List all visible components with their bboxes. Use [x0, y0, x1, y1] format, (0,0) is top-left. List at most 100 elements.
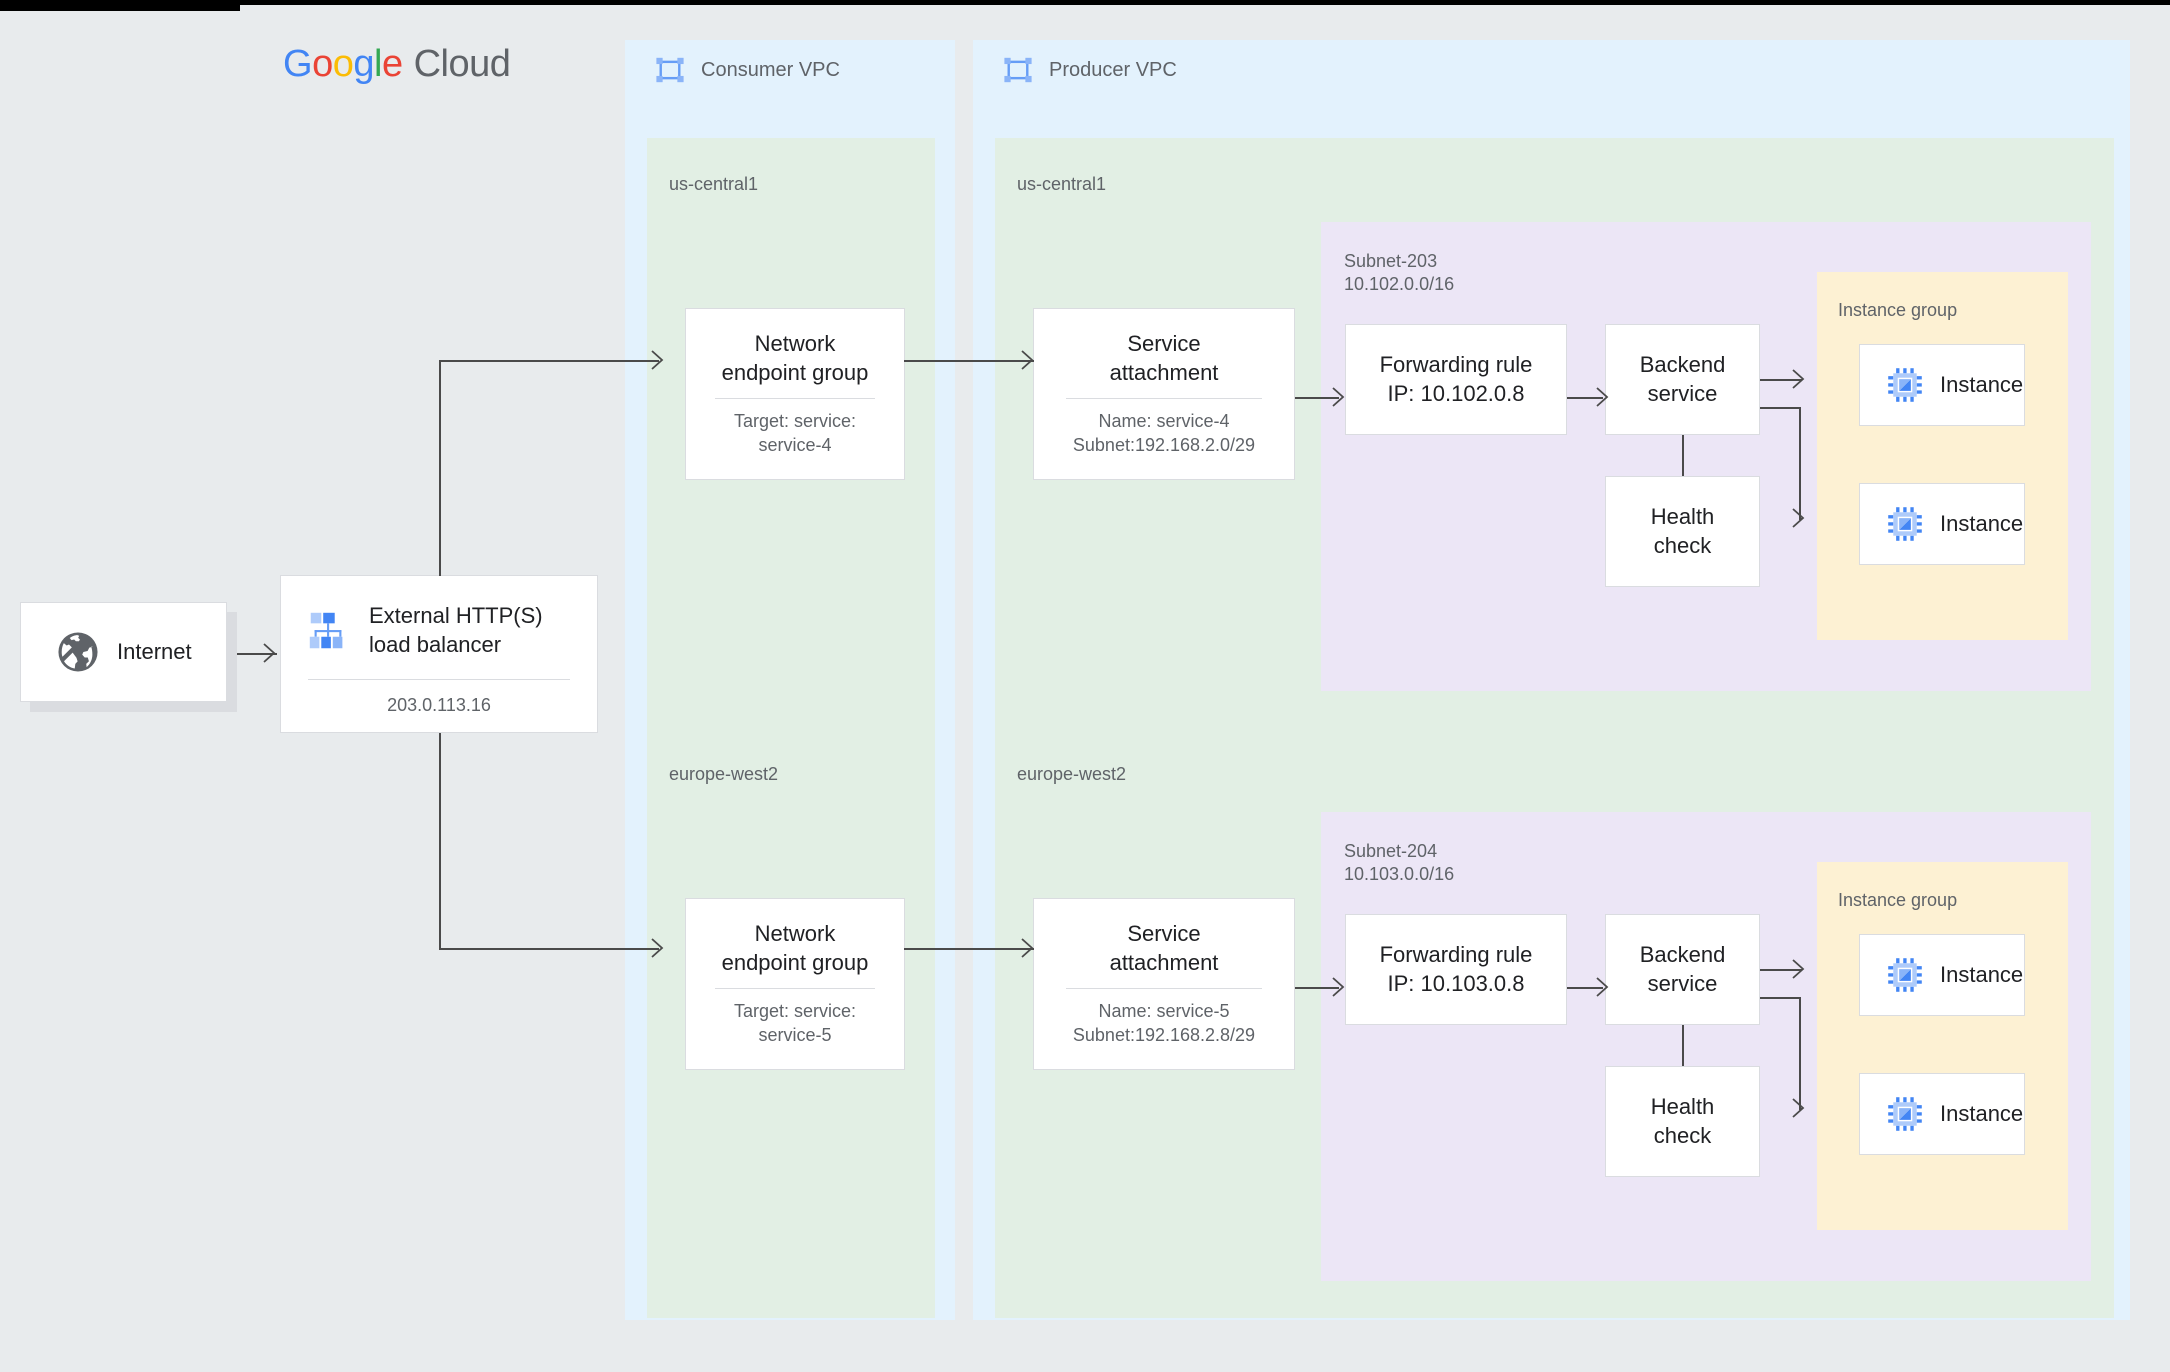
- sa-sub-line1-eu: Name: service-5: [1098, 1001, 1230, 1022]
- arrowhead-instance1-204: [1792, 959, 1805, 979]
- arrowhead-instance1-203: [1792, 369, 1805, 389]
- backend-service-line2: service: [1647, 380, 1718, 406]
- vpc-icon: [1001, 53, 1035, 87]
- arrowhead-forwarding-204: [1332, 977, 1345, 997]
- consumer-vpc-title: Consumer VPC: [701, 58, 840, 81]
- service-attachment-card-europe-west2[interactable]: Service attachment Name: service-5 Subne…: [1033, 898, 1295, 1070]
- connector-forwarding-to-backend-203: [1567, 397, 1603, 399]
- neg-sub-line2-eu: service-5: [758, 1025, 832, 1046]
- logo-letter-o2: o: [332, 43, 354, 85]
- load-balancer-divider: [308, 679, 570, 681]
- producer-vpc-title: Producer VPC: [1049, 58, 1177, 81]
- health-check-line2: check: [1653, 532, 1712, 558]
- connector-backend-to-instance1-203: [1760, 379, 1802, 381]
- load-balancer-title-line2: load balancer: [369, 631, 502, 657]
- internet-card[interactable]: Internet: [20, 602, 227, 702]
- load-balancer-ip: 203.0.113.16: [387, 695, 491, 716]
- globe-icon: [55, 629, 101, 675]
- instance-card-204-0[interactable]: Instance: [1859, 934, 2025, 1016]
- connector-sa-to-forwarding-203: [1295, 397, 1339, 399]
- subnet-204-name: Subnet-204: [1344, 841, 1438, 861]
- instance-chip-icon: [1886, 505, 1924, 543]
- subnet-203-name: Subnet-203: [1344, 251, 1438, 271]
- producer-region-label-1: europe-west2: [1017, 764, 1127, 784]
- neg-title-line2-eu: endpoint group: [721, 949, 869, 975]
- arrowhead-forwarding-203: [1332, 387, 1345, 407]
- sa-title-line2-eu: attachment: [1109, 949, 1219, 975]
- connector-lb-to-neg-europe-west2: [439, 948, 659, 950]
- sa-sub-line2: Subnet:192.168.2.0/29: [1072, 435, 1256, 456]
- neg-sub-line1-eu: Target: service:: [733, 1001, 857, 1022]
- sa-title-line2: attachment: [1109, 359, 1219, 385]
- forwarding-rule-card-203[interactable]: Forwarding rule IP: 10.102.0.8: [1345, 324, 1567, 435]
- top-black-strip: [0, 0, 240, 11]
- sa-divider: [1066, 398, 1262, 400]
- connector-backend-to-instance1-204: [1760, 969, 1802, 971]
- instance-card-203-1[interactable]: Instance: [1859, 483, 2025, 565]
- health-check-line1-eu: Health: [1650, 1093, 1715, 1119]
- subnet-203-container: Subnet-203 10.102.0.0/16 Forwarding rule…: [1321, 222, 2091, 691]
- connector-internet-to-lb: [237, 653, 277, 655]
- service-attachment-card-us-central1[interactable]: Service attachment Name: service-4 Subne…: [1033, 308, 1295, 480]
- producer-region-us-central1: us-central1 Service attachment Name: ser…: [995, 138, 2114, 728]
- subnet-204-container: Subnet-204 10.103.0.0/16 Forwarding rule…: [1321, 812, 2091, 1281]
- producer-region-label-0: us-central1: [1017, 174, 1107, 194]
- instance-group-label-203: Instance group: [1838, 300, 1958, 320]
- forwarding-rule-card-204[interactable]: Forwarding rule IP: 10.103.0.8: [1345, 914, 1567, 1025]
- consumer-region-us-central1: us-central1 Network endpoint group Targe…: [647, 138, 935, 728]
- sa-sub-line2-eu: Subnet:192.168.2.8/29: [1072, 1025, 1256, 1046]
- connector-neg-to-sa-europe-west2: [904, 948, 1034, 950]
- logo-letter-l: l: [373, 43, 382, 85]
- connector-sa-to-forwarding-204: [1295, 987, 1339, 989]
- health-check-card-204[interactable]: Health check: [1605, 1066, 1760, 1177]
- neg-divider-eu: [715, 988, 875, 990]
- connector-lb-vertical-down: [439, 733, 441, 949]
- instance-group-container-203: Instance group: [1817, 272, 2068, 640]
- connector-neg-to-sa-us-central1: [904, 360, 1034, 362]
- logo-letter-o1: o: [312, 43, 333, 85]
- neg-sub-line2: service-4: [758, 435, 832, 456]
- health-check-card-203[interactable]: Health check: [1605, 476, 1760, 587]
- arrowhead-neg-europe-west2: [651, 938, 664, 958]
- arrowhead-backend-203: [1596, 387, 1609, 407]
- neg-title-line1-eu: Network: [754, 921, 836, 947]
- network-endpoint-group-card-europe-west2[interactable]: Network endpoint group Target: service: …: [685, 898, 905, 1070]
- producer-vpc-container: Producer VPC us-central1 Service attachm…: [973, 40, 2130, 1320]
- connector-backend-to-health-204: [1682, 1025, 1684, 1066]
- subnet-203-cidr: 10.102.0.0/16: [1344, 274, 1455, 295]
- backend-service-card-203[interactable]: Backend service: [1605, 324, 1760, 435]
- instance-label: Instance: [1940, 962, 2024, 987]
- instance-chip-icon: [1886, 1095, 1924, 1133]
- consumer-region-label-1: europe-west2: [669, 764, 779, 784]
- connector-backend-to-health-203: [1682, 435, 1684, 476]
- connector-backend-to-instance2-h2-203: [1799, 518, 1802, 520]
- forwarding-rule-line2: IP: 10.102.0.8: [1387, 380, 1525, 406]
- consumer-vpc-container: Consumer VPC us-central1 Network endpoin…: [625, 40, 955, 1320]
- sa-title-line1: Service: [1127, 331, 1201, 357]
- neg-title-line2: endpoint group: [721, 359, 869, 385]
- instance-card-204-1[interactable]: Instance: [1859, 1073, 2025, 1155]
- network-endpoint-group-card-us-central1[interactable]: Network endpoint group Target: service: …: [685, 308, 905, 480]
- health-check-line2-eu: check: [1653, 1122, 1712, 1148]
- logo-letter-g2: g: [353, 43, 374, 85]
- instance-chip-icon: [1886, 366, 1924, 404]
- arrowhead-sa-us-central1: [1021, 350, 1034, 370]
- arrowhead-backend-204: [1596, 977, 1609, 997]
- connector-lb-vertical-up: [439, 360, 441, 576]
- instance-label: Instance: [1940, 1101, 2024, 1126]
- consumer-vpc-header: Consumer VPC: [626, 41, 840, 99]
- consumer-region-label-0: us-central1: [669, 174, 759, 194]
- external-http-load-balancer-card[interactable]: External HTTP(S) load balancer 203.0.113…: [280, 575, 598, 733]
- load-balancer-icon: [305, 608, 351, 654]
- backend-service-line1: Backend: [1639, 351, 1726, 377]
- neg-divider: [715, 398, 875, 400]
- internet-label: Internet: [117, 639, 192, 664]
- backend-service-card-204[interactable]: Backend service: [1605, 914, 1760, 1025]
- forwarding-rule-line1: Forwarding rule: [1379, 351, 1533, 377]
- instance-group-container-204: Instance group: [1817, 862, 2068, 1230]
- producer-region-europe-west2: europe-west2 Service attachment Name: se…: [995, 728, 2114, 1318]
- connector-backend-to-instance2-h1-203: [1760, 407, 1800, 409]
- instance-card-203-0[interactable]: Instance: [1859, 344, 2025, 426]
- sa-sub-line1: Name: service-4: [1098, 411, 1230, 432]
